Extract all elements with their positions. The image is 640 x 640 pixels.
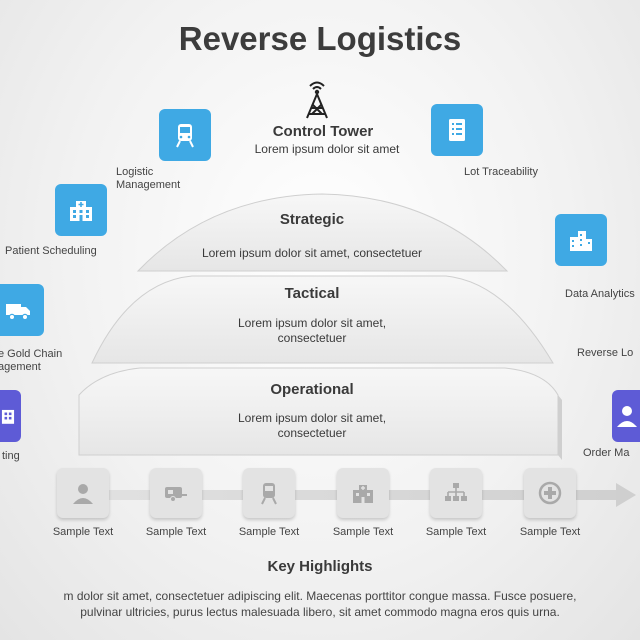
step-tile-4[interactable] <box>337 468 389 518</box>
step-label-3: Sample Text <box>238 526 300 538</box>
operational-band <box>78 367 559 456</box>
left-bottom-node[interactable] <box>0 390 21 442</box>
person-icon <box>617 406 637 427</box>
operational-title: Operational <box>270 381 354 398</box>
patient-scheduling-node[interactable] <box>55 184 107 236</box>
strategic-title: Strategic <box>279 211 345 228</box>
patient-scheduling-label: Patient Scheduling <box>5 245 97 257</box>
lot-traceability-node[interactable] <box>431 104 483 156</box>
lot-traceability-label: Lot Traceability <box>464 166 538 178</box>
data-analytics-label: Data Analytics <box>565 288 635 300</box>
tactical-title: Tactical <box>284 285 340 302</box>
cold-chain-node[interactable] <box>0 284 44 336</box>
step-tile-1[interactable] <box>57 468 109 518</box>
antenna-tower-icon <box>306 81 328 119</box>
org-chart-icon <box>445 483 467 501</box>
step-label-1: Sample Text <box>52 526 114 538</box>
step-label-4: Sample Text <box>332 526 394 538</box>
tactical-text: Lorem ipsum dolor sit amet, consectetuer <box>237 316 387 345</box>
strategic-band <box>136 193 509 272</box>
tactical-band <box>91 275 554 364</box>
truck-icon <box>6 304 30 321</box>
caravan-icon <box>165 487 187 502</box>
key-highlights-text: m dolor sit amet, consectetuer adipiscin… <box>63 589 577 619</box>
process-arrow-head <box>616 483 636 507</box>
step-tile-2[interactable] <box>150 468 202 518</box>
step-label-5: Sample Text <box>425 526 487 538</box>
medical-cross-icon <box>538 481 562 505</box>
step-label-6: Sample Text <box>519 526 581 538</box>
step-tile-3[interactable] <box>243 468 295 518</box>
page-title: Reverse Logistics <box>178 20 462 57</box>
building-icon <box>1 409 15 424</box>
logistic-management-label: Logistic Management <box>116 166 181 191</box>
hospital-icon <box>70 201 92 221</box>
key-highlights-title: Key Highlights <box>267 558 373 575</box>
buildings-icon <box>570 231 592 251</box>
left-bottom-label: ting <box>2 450 20 462</box>
step-label-2: Sample Text <box>145 526 207 538</box>
user-icon <box>73 484 93 504</box>
reverse-logistics-label: Reverse Lo <box>577 347 634 359</box>
train-icon <box>176 124 194 148</box>
control-tower-title: Control Tower <box>272 123 374 140</box>
checklist-icon <box>449 119 465 141</box>
logistic-management-node[interactable] <box>159 109 211 161</box>
order-management-node[interactable] <box>612 390 640 442</box>
order-management-label: Order Ma <box>583 447 630 459</box>
train-icon <box>261 483 277 505</box>
step-tile-6[interactable] <box>524 468 576 518</box>
step-tile-5[interactable] <box>430 468 482 518</box>
cold-chain-label: e Gold Chain agement <box>0 348 63 373</box>
data-analytics-node[interactable] <box>555 214 607 266</box>
strategic-text: Lorem ipsum dolor sit amet, consectetuer <box>201 246 423 260</box>
hospital-icon <box>353 485 373 503</box>
control-tower-subtitle: Lorem ipsum dolor sit amet <box>254 142 400 156</box>
operational-text: Lorem ipsum dolor sit amet, consectetuer <box>237 411 387 440</box>
